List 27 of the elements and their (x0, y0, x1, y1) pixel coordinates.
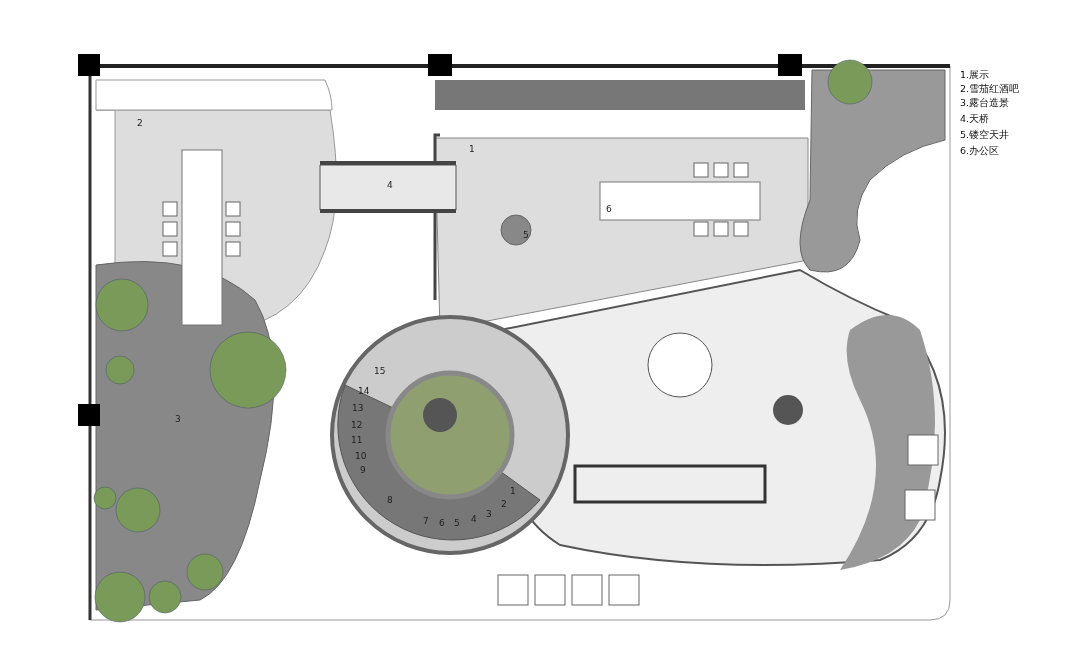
legend-entry: 6.办公区 (960, 146, 1000, 156)
legend-entry: 5.镂空天井 (960, 130, 1010, 140)
area-number: 1 (469, 145, 475, 154)
area-number: 6 (606, 205, 612, 214)
area-number: 5 (523, 231, 529, 240)
area-number: 4 (387, 181, 393, 190)
stair-step-number: 9 (360, 466, 366, 475)
area-number: 2 (137, 119, 143, 128)
stair-step-number: 3 (486, 510, 492, 519)
stair-step-number: 6 (439, 519, 445, 528)
stair-step-number: 10 (355, 452, 367, 461)
stair-step-number: 1 (510, 487, 516, 496)
stair-step-number: 14 (358, 387, 370, 396)
stair-step-number: 5 (454, 519, 460, 528)
legend-entry: 2.雪茄红酒吧 (960, 84, 1020, 94)
stair-step-number: 2 (501, 500, 507, 509)
stair-step-number: 13 (352, 404, 364, 413)
legend-entry: 3.露台造景 (960, 98, 1010, 108)
legend-entry: 1.展示 (960, 70, 990, 80)
area-number: 3 (175, 415, 181, 424)
legend-entry: 4.天桥 (960, 114, 990, 124)
stair-step-number: 4 (471, 515, 477, 524)
stair-step-number: 12 (351, 421, 363, 430)
stair-step-number: 15 (374, 367, 386, 376)
stair-step-number: 7 (423, 517, 429, 526)
stair-step-number: 11 (351, 436, 363, 445)
stair-step-number: 8 (387, 496, 393, 505)
